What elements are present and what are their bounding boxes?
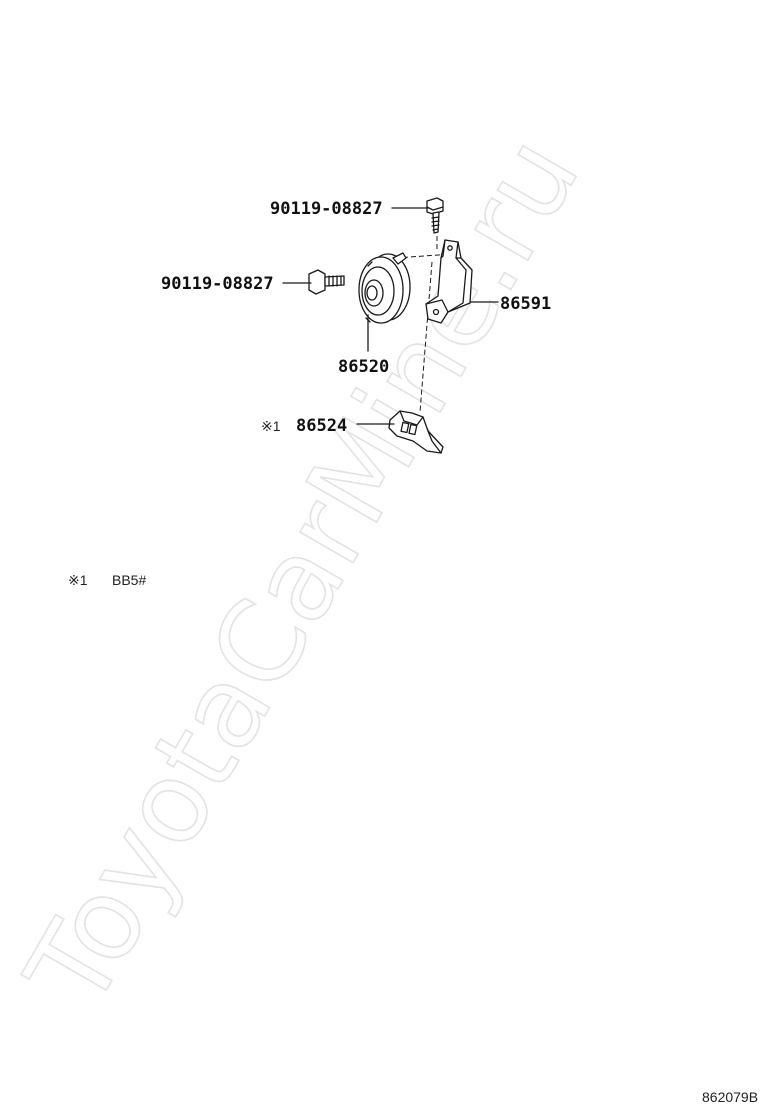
bolt-top-drawing <box>426 197 444 234</box>
footnote-text: BB5# <box>112 572 146 588</box>
part-label-bolt-top: 90119-08827 <box>270 199 383 219</box>
part-label-horn-bracket: 86591 <box>500 294 551 314</box>
horn-drawing <box>358 252 411 324</box>
lower-bracket-drawing <box>388 410 444 454</box>
part-label-horn: 86520 <box>338 357 389 377</box>
part-label-lower-bracket: 86524 <box>296 416 347 436</box>
bolt-left-drawing <box>308 269 345 295</box>
footnote-marker: ※1 <box>68 572 88 588</box>
part-marker-lower-bracket: ※1 <box>261 418 281 434</box>
figure-code: 862079B <box>702 1089 758 1105</box>
leader-lines <box>282 207 499 425</box>
horn-bracket-drawing <box>425 239 473 324</box>
part-label-bolt-left: 90119-08827 <box>161 274 274 294</box>
watermark: ToyotaCarMine.ru <box>2 116 604 1029</box>
